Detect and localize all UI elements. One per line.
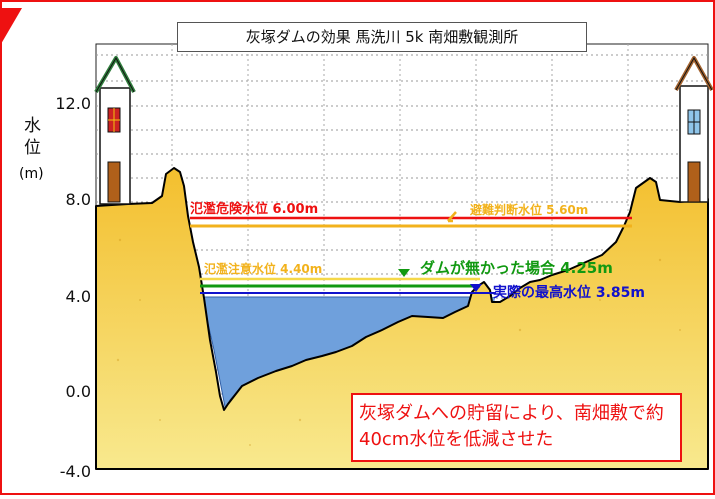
y-tick-label: -4.0 (59, 462, 91, 481)
y-axis-label-line1: 水 (24, 116, 41, 136)
left-house-icon (94, 56, 136, 205)
y-axis-unit: (m) (19, 166, 44, 182)
chart-title: 灰塚ダムの効果 馬洗川 5k 南畑敷観測所 (177, 22, 587, 52)
y-axis-label-line2: 位 (24, 138, 41, 158)
corner-flag (1, 8, 22, 44)
y-tick-label: 12.0 (55, 94, 91, 113)
evacuation-level-label: 避難判断水位 5.60m (470, 203, 589, 217)
actual-marker (470, 284, 482, 292)
danger-level-label: 氾濫危険水位 6.00m (190, 202, 319, 217)
y-tick-label: 4.0 (65, 287, 91, 306)
no-dam-level-label: ダムが無かった場合 4.25m (420, 259, 613, 277)
caution-level-label: 氾濫注意水位 4.40m (204, 262, 323, 276)
evacuation-marker (447, 211, 457, 223)
y-tick-label: 0.0 (65, 382, 91, 401)
y-tick-label: 8.0 (65, 190, 91, 209)
no-dam-marker (398, 269, 410, 277)
right-house-icon (674, 56, 714, 203)
actual-level-label: 実際の最高水位 3.85m (493, 285, 646, 301)
note-box: 灰塚ダムへの貯留により、南畑敷で約40cm水位を低減させた (351, 393, 682, 462)
v-gridlines (171, 44, 629, 469)
